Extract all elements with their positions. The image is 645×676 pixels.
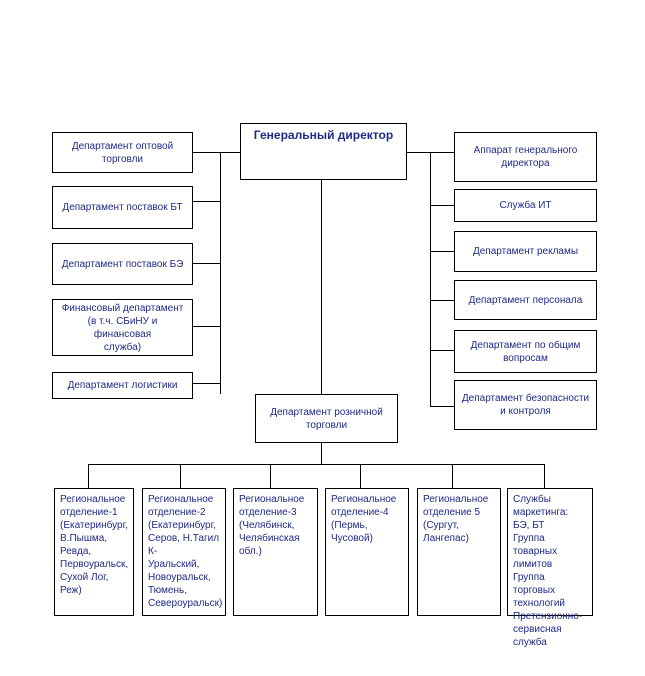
- right-dept-apparatus: Аппарат генерального директора: [454, 132, 597, 182]
- region-box-4: Региональное отделение-4 (Пермь, Чусовой…: [325, 488, 409, 616]
- left-dept-wholesale: Департамент оптовой торговли: [52, 132, 193, 173]
- region-box-1: Региональное отделение-1 (Екатеринбург, …: [54, 488, 134, 616]
- connector-line: [430, 152, 431, 407]
- marketing-services-box: Службы маркетинга: БЭ, БТ Группа товарны…: [507, 488, 593, 648]
- connector-line: [88, 464, 89, 488]
- left-dept-supply-be: Департамент поставок БЭ: [52, 243, 193, 285]
- general-director-box: Генеральный директор: [240, 123, 407, 180]
- connector-line: [452, 464, 453, 488]
- connector-line: [193, 152, 240, 153]
- region-box-5: Региональное отделение 5 (Сургут, Лангеп…: [417, 488, 501, 616]
- connector-line: [430, 406, 454, 407]
- connector-line: [430, 205, 454, 206]
- connector-line: [220, 152, 221, 394]
- right-dept-security: Департамент безопасности и контроля: [454, 380, 597, 430]
- connector-line: [321, 443, 322, 464]
- connector-line: [193, 383, 220, 384]
- connector-line: [193, 201, 220, 202]
- right-dept-it: Служба ИТ: [454, 189, 597, 222]
- connector-line: [180, 464, 181, 488]
- connector-line: [193, 326, 220, 327]
- connector-line: [430, 300, 454, 301]
- connector-line: [360, 464, 361, 488]
- connector-line: [193, 263, 220, 264]
- right-dept-advertising: Департамент рекламы: [454, 231, 597, 272]
- left-dept-logistics: Департамент логистики: [52, 372, 193, 399]
- retail-dept-box: Департамент розничной торговли: [255, 394, 398, 443]
- connector-line: [88, 464, 544, 465]
- right-dept-general-affairs: Департамент по общим вопросам: [454, 330, 597, 373]
- connector-line: [430, 251, 454, 252]
- connector-line: [321, 180, 322, 394]
- region-box-2: Региональное отделение-2 (Екатеринбург, …: [142, 488, 226, 616]
- connector-line: [270, 464, 271, 488]
- left-dept-finance: Финансовый департамент (в т.ч. СБиНУ и ф…: [52, 299, 193, 356]
- connector-line: [544, 464, 545, 488]
- region-box-3: Региональное отделение-3 (Челябинск, Чел…: [233, 488, 318, 616]
- right-dept-personnel: Департамент персонала: [454, 280, 597, 320]
- connector-line: [430, 350, 454, 351]
- left-dept-supply-bt: Департамент поставок БТ: [52, 186, 193, 229]
